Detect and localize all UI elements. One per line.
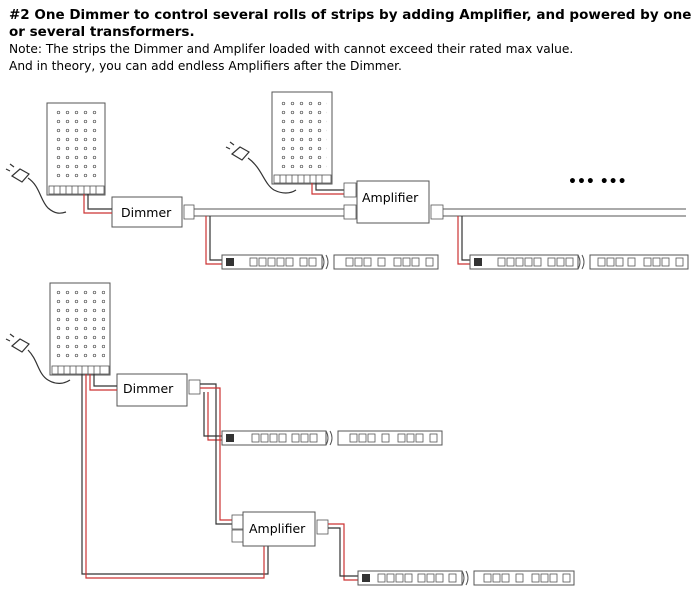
note-endless-amplifiers: And in theory, you can add endless Ampli… [9, 59, 402, 73]
continuation-dots: ••• ••• [568, 174, 627, 190]
amplifier-label: Amplifier [249, 521, 306, 536]
dimmer-label: Dimmer [123, 381, 174, 396]
amplifier-box: Amplifier [231, 511, 329, 547]
note-rated-value: Note: The strips the Dimmer and Amplifer… [9, 42, 574, 56]
led-strip [221, 254, 439, 270]
transformer [49, 282, 111, 376]
power-plug-icon [5, 333, 71, 384]
led-strip [469, 254, 689, 270]
dimmer-box: Dimmer [111, 196, 195, 228]
amplifier-box: Amplifier [343, 180, 444, 224]
transformer [46, 102, 106, 196]
transformer [271, 91, 333, 185]
dimmer-box: Dimmer [116, 373, 201, 407]
led-strip [221, 430, 443, 446]
amplifier-label: Amplifier [362, 190, 419, 205]
page-title: #2 One Dimmer to control several rolls o… [9, 7, 692, 40]
dimmer-label: Dimmer [121, 205, 172, 220]
power-plug-icon [225, 141, 297, 194]
power-plug-icon [5, 163, 67, 214]
led-strip [357, 570, 575, 586]
